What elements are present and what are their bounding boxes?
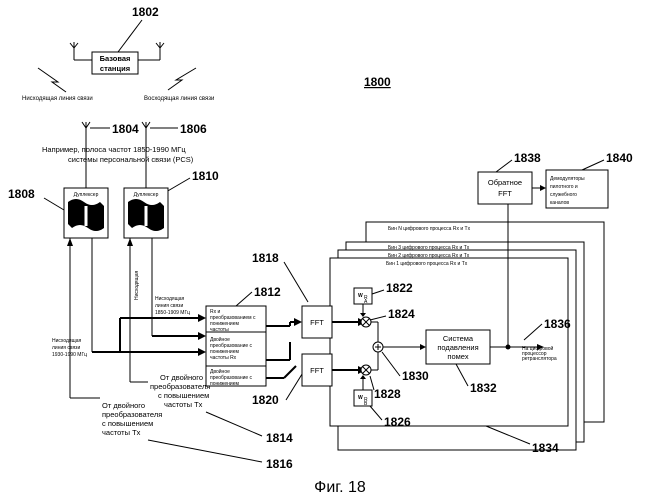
ref-1820: 1820: [252, 393, 279, 407]
weight-top-symbol: W: [358, 293, 363, 299]
conv3-line3: понижением: [210, 381, 240, 387]
ref-1832: 1832: [470, 381, 497, 395]
ref-1824: 1824: [388, 307, 415, 321]
ref-1814: 1814: [266, 431, 293, 445]
tx1-label-4: частоты Tx: [164, 400, 203, 409]
ref-1812: 1812: [254, 285, 281, 299]
uplink-mid-label-1: Нисходящая: [134, 270, 140, 300]
ref-1806: 1806: [180, 122, 207, 136]
fft-1820-label: FFT: [310, 366, 324, 375]
ref-1836: 1836: [544, 317, 571, 331]
conv2-line4: частоты Rx: [210, 355, 237, 361]
tx1-label-2: преобразователя: [150, 382, 210, 391]
tx1-label-1: От двойного: [160, 373, 203, 382]
conv2-line1: Двойное: [210, 336, 230, 343]
tx1-label-3: с повышением: [158, 391, 209, 400]
ref-1838: 1838: [514, 151, 541, 165]
base-station-label-2: станция: [100, 64, 130, 73]
duplexer-1810-label: Дуплексер: [134, 192, 159, 198]
uplink-arrow-icon: [168, 68, 196, 90]
ref-1804: 1804: [112, 122, 139, 136]
downlink-left-label-1: Нисходящая: [52, 338, 82, 344]
tx2-label-2: преобразователя: [102, 410, 162, 419]
bin-n-label: Бин N цифрового процесса Rx и Tx: [388, 226, 471, 232]
ref-1802: 1802: [132, 5, 159, 19]
weight-bottom-symbol: W: [358, 395, 363, 401]
weight-bottom-box: [354, 390, 372, 406]
demod-line3: служебного: [550, 192, 577, 198]
demod-line4: каналов: [550, 200, 569, 206]
ifft-group: 1838 Обратное FFT 1840 Демодуляторы пило…: [478, 151, 633, 208]
ifft-line1: Обратное: [488, 178, 522, 187]
band-label-1: Например, полоса частот 1850-1990 МГц: [42, 145, 186, 154]
ref-1840: 1840: [606, 151, 633, 165]
ref-1828: 1828: [374, 387, 401, 401]
duplexer-1808-label: Дуплексер: [74, 192, 99, 198]
demod-line1: Демодуляторы: [550, 176, 585, 182]
ref-1810: 1810: [192, 169, 219, 183]
uplink-mid-label-1b: Нисходящая: [155, 296, 185, 302]
antennas-group: 1804 1806 Например, полоса частот 1850-1…: [42, 122, 207, 164]
out-line3: ретранслятора: [522, 356, 557, 362]
uplink-mid-label-2: линия связи: [155, 303, 183, 309]
cancel-line2: подавления: [437, 343, 478, 352]
base-station-label-1: Базовая: [100, 54, 131, 63]
bin-1-label: Бин 1 цифрового процесса Rx и Tx: [386, 261, 468, 267]
converter-group: 1812 Rx и преобразованием с понижением ч…: [206, 285, 302, 387]
ref-1830: 1830: [402, 369, 429, 383]
tx2-label-1: От двойного: [102, 401, 145, 410]
band-label-2: системы персональной связи (PCS): [68, 155, 194, 164]
downlink-left-label-3: 1930-1990 МГц: [52, 352, 87, 358]
demod-line2: пилотного и: [550, 184, 578, 190]
figure-number: 1800: [364, 75, 391, 89]
ifft-line2: FFT: [498, 189, 512, 198]
conv1-line4: частоты: [210, 327, 229, 333]
duplexers-group: 1808 Дуплексер 1810 Дуплексер: [8, 160, 219, 238]
cancel-line1: Система: [443, 334, 474, 343]
uplink-mid-label-3: 1850-1909 МГц: [155, 310, 190, 316]
tx2-label-4: частоты Tx: [102, 428, 141, 437]
inverse-fft-box: [478, 172, 532, 204]
ref-1826: 1826: [384, 415, 411, 429]
ref-1834: 1834: [532, 441, 559, 455]
base-station-group: 1802 Базовая станция Нисходящая линия св…: [22, 5, 214, 102]
cancel-line3: помех: [447, 352, 468, 361]
ref-1808: 1808: [8, 187, 35, 201]
conv3-line1: Двойное: [210, 368, 230, 375]
figure-caption: Фиг. 18: [314, 479, 366, 496]
ref-1816: 1816: [266, 457, 293, 471]
ref-1822: 1822: [386, 281, 413, 295]
fft-1818-label: FFT: [310, 318, 324, 327]
downlink-arrow-icon: [38, 68, 66, 92]
tx2-label-3: с повышением: [102, 419, 153, 428]
weight-top-box: [354, 288, 372, 304]
ref-1818: 1818: [252, 251, 279, 265]
downlink-label: Нисходящая линия связи: [22, 96, 93, 102]
downlink-left-label-2: линия связи: [52, 345, 80, 351]
uplink-label: Восходящая линия связи: [144, 96, 214, 102]
